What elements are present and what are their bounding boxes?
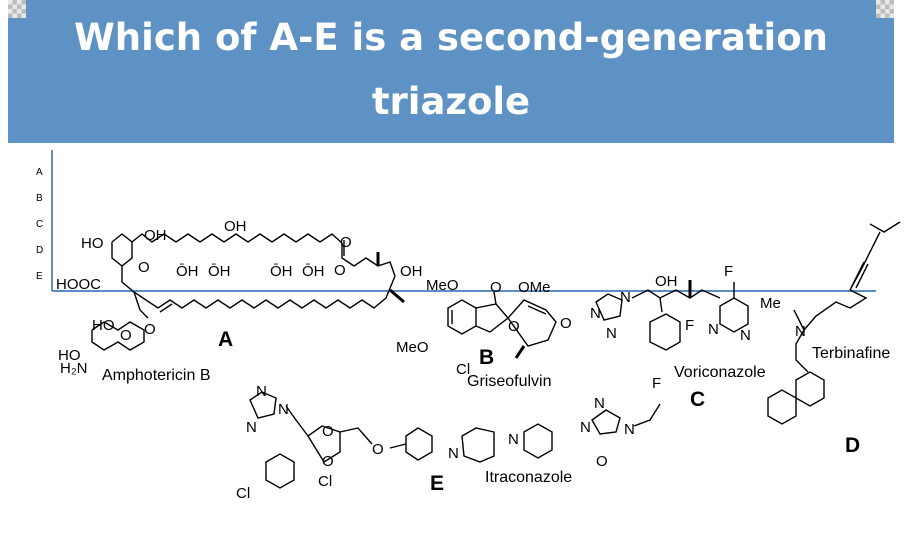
atom-label: HOOC [56,276,101,293]
atom-label: F [685,317,694,334]
atom-label: OH [224,218,247,235]
atom-label: N [624,421,635,438]
atom-label: N [590,305,601,322]
question-banner: Which of A-E is a second-generation tria… [8,0,894,187]
axis-row-label: C [36,219,43,230]
option-letter-c: C [690,388,705,411]
option-letter-a: A [218,328,233,351]
atom-label: N [740,327,751,344]
atom-label: O [560,315,572,332]
atom-label: N [594,395,605,412]
atom-label: O [372,441,384,458]
atom-label: N [508,431,519,448]
atom-label: O [334,262,346,279]
atom-labels: HO OH OH O ŌH ŌH ŌH ŌH O O HOOC OH HO O … [56,218,806,502]
atom-label: Me [760,295,781,312]
atom-label: F [724,263,733,280]
atom-label: N [256,383,267,400]
question-text: Which of A-E is a second-generation tria… [8,6,894,198]
atom-label: O [144,321,156,338]
checker-corner-left [8,0,26,18]
griseofulvin-bonds [447,291,557,359]
option-letter-d: D [845,434,860,457]
option-letter-e: E [430,472,444,495]
atom-label: ŌH [302,263,325,280]
atom-label: O [340,234,352,251]
atom-label: O [120,327,132,344]
compound-names: Amphotericin B Griseofulvin Voriconazole… [102,345,890,486]
atom-label: F [652,375,661,392]
atom-label: Cl [236,485,250,502]
atom-label: H₂N [60,360,88,377]
axis-overlay: A B C D E [36,150,876,292]
atom-label: ŌH [176,263,199,280]
question-line-2: with a fluoro-pyrimidine pharmacophor? [30,144,872,187]
atom-label: N [606,325,617,342]
atom-label: N [448,445,459,462]
atom-label: O [490,279,502,296]
atom-label: N [278,401,289,418]
amphotericin-b-bonds [91,233,405,351]
atom-label: O [322,453,334,470]
atom-label: O [322,423,334,440]
option-letter-b: B [479,346,494,369]
atom-label: OH [655,273,678,290]
atom-label: N [580,419,591,436]
atom-label: O [138,259,150,276]
axis-row-label: A [36,167,43,178]
axis-row-label: D [36,245,43,256]
atom-label: ŌH [270,263,293,280]
compound-name-griseofulvin: Griseofulvin [467,373,551,390]
option-letters: A B C D E [218,328,860,495]
compound-name-itraconazole: Itraconazole [485,469,572,486]
atom-label: ŌH [208,263,231,280]
terbinafine-bonds [767,221,901,425]
question-line-1: Which of A-E is a second-generation tria… [74,16,828,123]
axis-row-label: E [36,271,43,282]
atom-label: MeO [396,339,429,356]
voriconazole-bonds [595,280,749,351]
compound-name-terbinafine: Terbinafine [812,345,890,362]
atom-label: Cl [456,361,470,378]
atom-label: MeO [426,277,459,294]
compound-name-amphotericin-b: Amphotericin B [102,367,211,384]
atom-label: HO [81,235,104,252]
atom-label: N [795,323,806,340]
atom-label: O [596,453,608,470]
atom-label: N [620,289,631,306]
atom-label: OH [144,227,167,244]
atom-label: HO [58,347,81,364]
atom-label: OMe [518,279,551,296]
atom-label: HO [92,317,115,334]
axis-row-label: B [36,193,43,204]
atom-label: O [508,318,520,335]
atom-label: N [246,419,257,436]
atom-label: OH [400,263,423,280]
atom-label: Cl [318,473,332,490]
itraconazole-bonds [249,391,661,489]
checker-corner-right [876,0,894,18]
compound-name-voriconazole: Voriconazole [674,364,766,381]
atom-label: N [708,321,719,338]
